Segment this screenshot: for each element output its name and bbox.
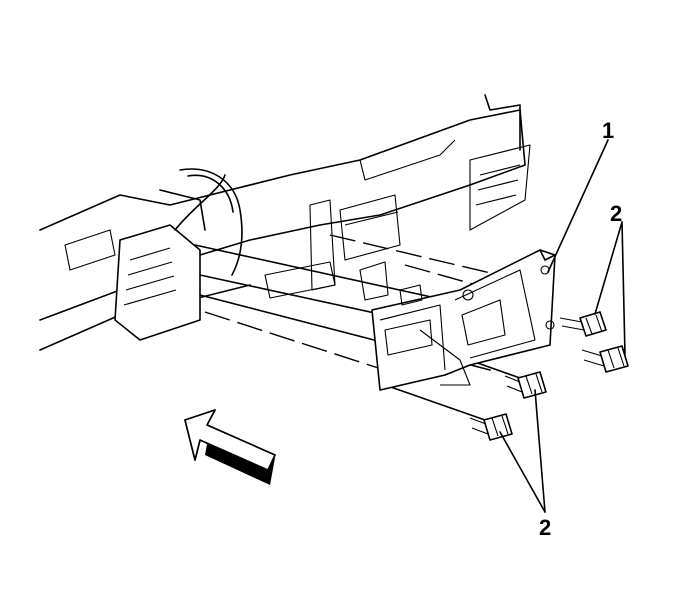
direction-arrow-icon [184,409,276,485]
mount-bracket-part [371,249,556,391]
bolt-upper-2 [581,345,629,373]
frame-inner-rail [264,194,401,301]
callout-leaders [499,139,626,513]
callout-2-upper-label: 2 [610,201,622,226]
bolt-upper-1 [559,311,607,337]
bolt-lower-1 [504,371,547,399]
bolt-lower-2 [469,413,513,441]
callout-1-label: 1 [602,118,614,143]
callout-2-lower-label: 2 [539,515,551,540]
frame-side-bracket [114,168,243,341]
